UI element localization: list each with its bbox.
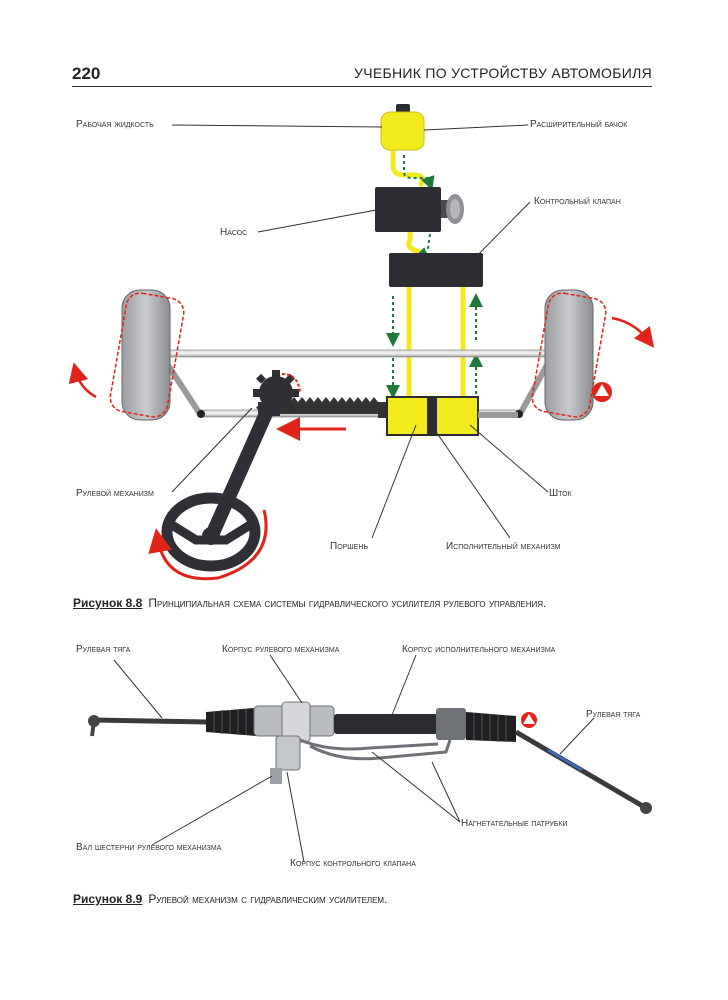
pump — [375, 187, 464, 232]
caption-number-2: Рисунок 8.9 — [73, 892, 143, 906]
right-wheel — [531, 289, 607, 421]
right-wheel-arrow — [611, 316, 655, 348]
label-piston: Поршень — [330, 541, 369, 552]
left-boot — [206, 708, 256, 736]
book-title: УЧЕБНИК ПО УСТРОЙСТВУ АВТОМОБИЛЯ — [354, 65, 652, 81]
label-control-valve: Контрольный клапан — [534, 196, 621, 207]
label-valve-housing: Корпус контрольного клапана — [290, 858, 416, 869]
tie-rod-left — [88, 715, 209, 737]
steering-wheel-arrow — [148, 509, 268, 581]
caption-text-2: Рулевой механизм с гидравлическим усилит… — [148, 892, 388, 906]
leader-lines — [171, 124, 549, 539]
label-working-fluid: Рабочая жидкость — [76, 119, 154, 130]
left-wheel-arrow — [68, 362, 97, 399]
publisher-logo — [592, 382, 612, 402]
pressure-pipes — [299, 738, 452, 761]
reservoir — [380, 104, 425, 151]
tie-rod-right — [514, 729, 652, 814]
page-header: 220 УЧЕБНИК ПО УСТРОЙСТВУ АВТОМОБИЛЯ — [72, 62, 652, 87]
leader-lines-2 — [113, 654, 595, 863]
label-rod: Шток — [549, 488, 572, 499]
label-reservoir: Расширительный бачок — [530, 119, 628, 130]
caption-number: Рисунок 8.8 — [73, 596, 143, 610]
label-pump: Насос — [220, 227, 248, 238]
label-tie-rod-right: Рулевая тяга — [586, 709, 641, 720]
label-actuator: Исполнительный механизм — [446, 541, 561, 552]
left-wheel — [109, 289, 185, 421]
right-boot — [466, 712, 516, 742]
figure-8-8-diagram — [68, 104, 655, 581]
publisher-logo-2 — [521, 712, 537, 728]
actuator-cylinder — [378, 396, 518, 436]
control-valve — [389, 253, 483, 287]
label-actuator-housing: Корпус исполнительного механизма — [402, 644, 556, 655]
figure-8-9-caption: Рисунок 8.9 Рулевой механизм с гидравличе… — [73, 892, 387, 906]
actuator-housing — [334, 708, 466, 740]
page-number: 220 — [72, 64, 101, 83]
figure-8-8-caption: Рисунок 8.8 Принципиальная схема системы … — [73, 596, 546, 610]
label-gear-housing: Корпус рулевого механизма — [222, 644, 340, 655]
gear-housing — [253, 701, 335, 784]
label-pressure-pipes: Нагнетательные патрубки — [461, 818, 568, 829]
label-pinion-shaft: Вал шестерни рулевого механизма — [76, 842, 222, 853]
label-tie-rod-left: Рулевая тяга — [76, 644, 131, 655]
label-steering-gear: Рулевой механизм — [76, 488, 154, 499]
caption-text: Принципиальная схема системы гидравличес… — [148, 596, 547, 610]
